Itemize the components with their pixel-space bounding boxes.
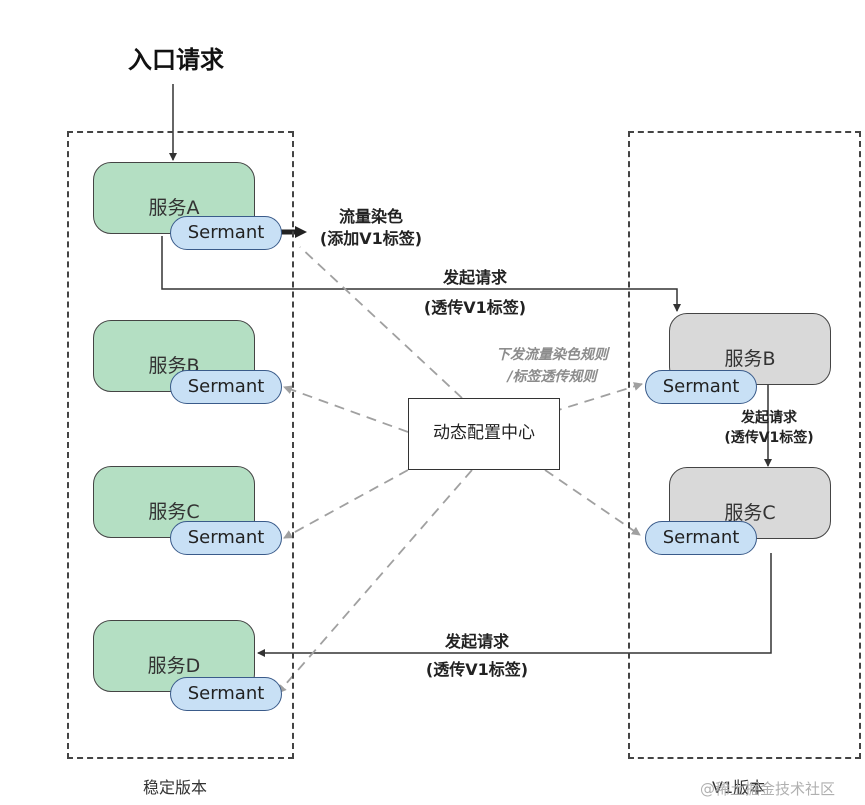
coloring-label-line1: 流量染色 — [338, 207, 403, 226]
sermant-agent-d[interactable]: Sermant — [170, 677, 282, 711]
request-arrow-a-to-b — [161, 236, 681, 312]
rule-line-to-agent-b-stable — [283, 385, 409, 433]
request-label-c-to-d: 发起请求 (透传V1标签) — [402, 628, 552, 684]
sermant-agent-b-stable[interactable]: Sermant — [170, 370, 282, 404]
service-b-v1-label: 服务B — [724, 348, 776, 370]
request-label-c-to-d-line2: (透传V1标签) — [425, 660, 529, 679]
service-d-label: 服务D — [147, 655, 201, 677]
request-label-a-to-b-line2: (透传V1标签) — [423, 298, 527, 317]
v1-version-group — [628, 131, 861, 759]
sermant-agent-a[interactable]: Sermant — [170, 216, 282, 250]
request-label-b-to-c: 发起请求 (透传V1标签) — [708, 408, 830, 448]
rule-line-to-agent-c-v1 — [544, 469, 641, 536]
request-label-c-to-d-line1: 发起请求 — [444, 632, 509, 651]
rule-distribution-label-line1: 下发流量染色规则 — [496, 347, 608, 363]
stable-version-label: 稳定版本 — [143, 778, 208, 797]
rule-distribution-label-line2: /标签透传规则 — [507, 369, 597, 385]
rule-line-to-agent-c-stable — [283, 469, 409, 539]
stable-version-group — [67, 131, 294, 759]
rule-line-to-agent-d — [277, 469, 473, 694]
dynamic-config-center[interactable]: 动态配置中心 — [408, 398, 560, 470]
sermant-agent-c-stable[interactable]: Sermant — [170, 521, 282, 555]
service-c-stable-label: 服务C — [148, 501, 200, 523]
request-label-b-to-c-line2: (透传V1标签) — [724, 430, 814, 446]
rule-distribution-label: 下发流量染色规则 /标签透传规则 — [472, 344, 632, 388]
request-label-b-to-c-line1: 发起请求 — [741, 410, 797, 426]
sermant-agent-c-v1[interactable]: Sermant — [645, 521, 757, 555]
coloring-label: 流量染色 (添加V1标签) — [311, 206, 431, 250]
request-label-a-to-b-line1: 发起请求 — [442, 268, 507, 287]
watermark: @稀土掘金技术社区 — [700, 780, 836, 798]
entry-request-label: 入口请求 — [128, 46, 224, 74]
v1-version-label: V1版本 — [712, 778, 766, 797]
service-c-v1[interactable]: 服务C — [669, 467, 831, 539]
sermant-agent-b-v1[interactable]: Sermant — [645, 370, 757, 404]
rule-line-to-agent-a — [299, 246, 463, 399]
request-arrow-c-to-d — [257, 553, 772, 657]
service-a-label: 服务A — [148, 197, 200, 219]
service-c-v1-label: 服务C — [724, 502, 776, 524]
coloring-label-line2: (添加V1标签) — [319, 229, 423, 248]
request-label-a-to-b: 发起请求 (透传V1标签) — [400, 263, 550, 323]
